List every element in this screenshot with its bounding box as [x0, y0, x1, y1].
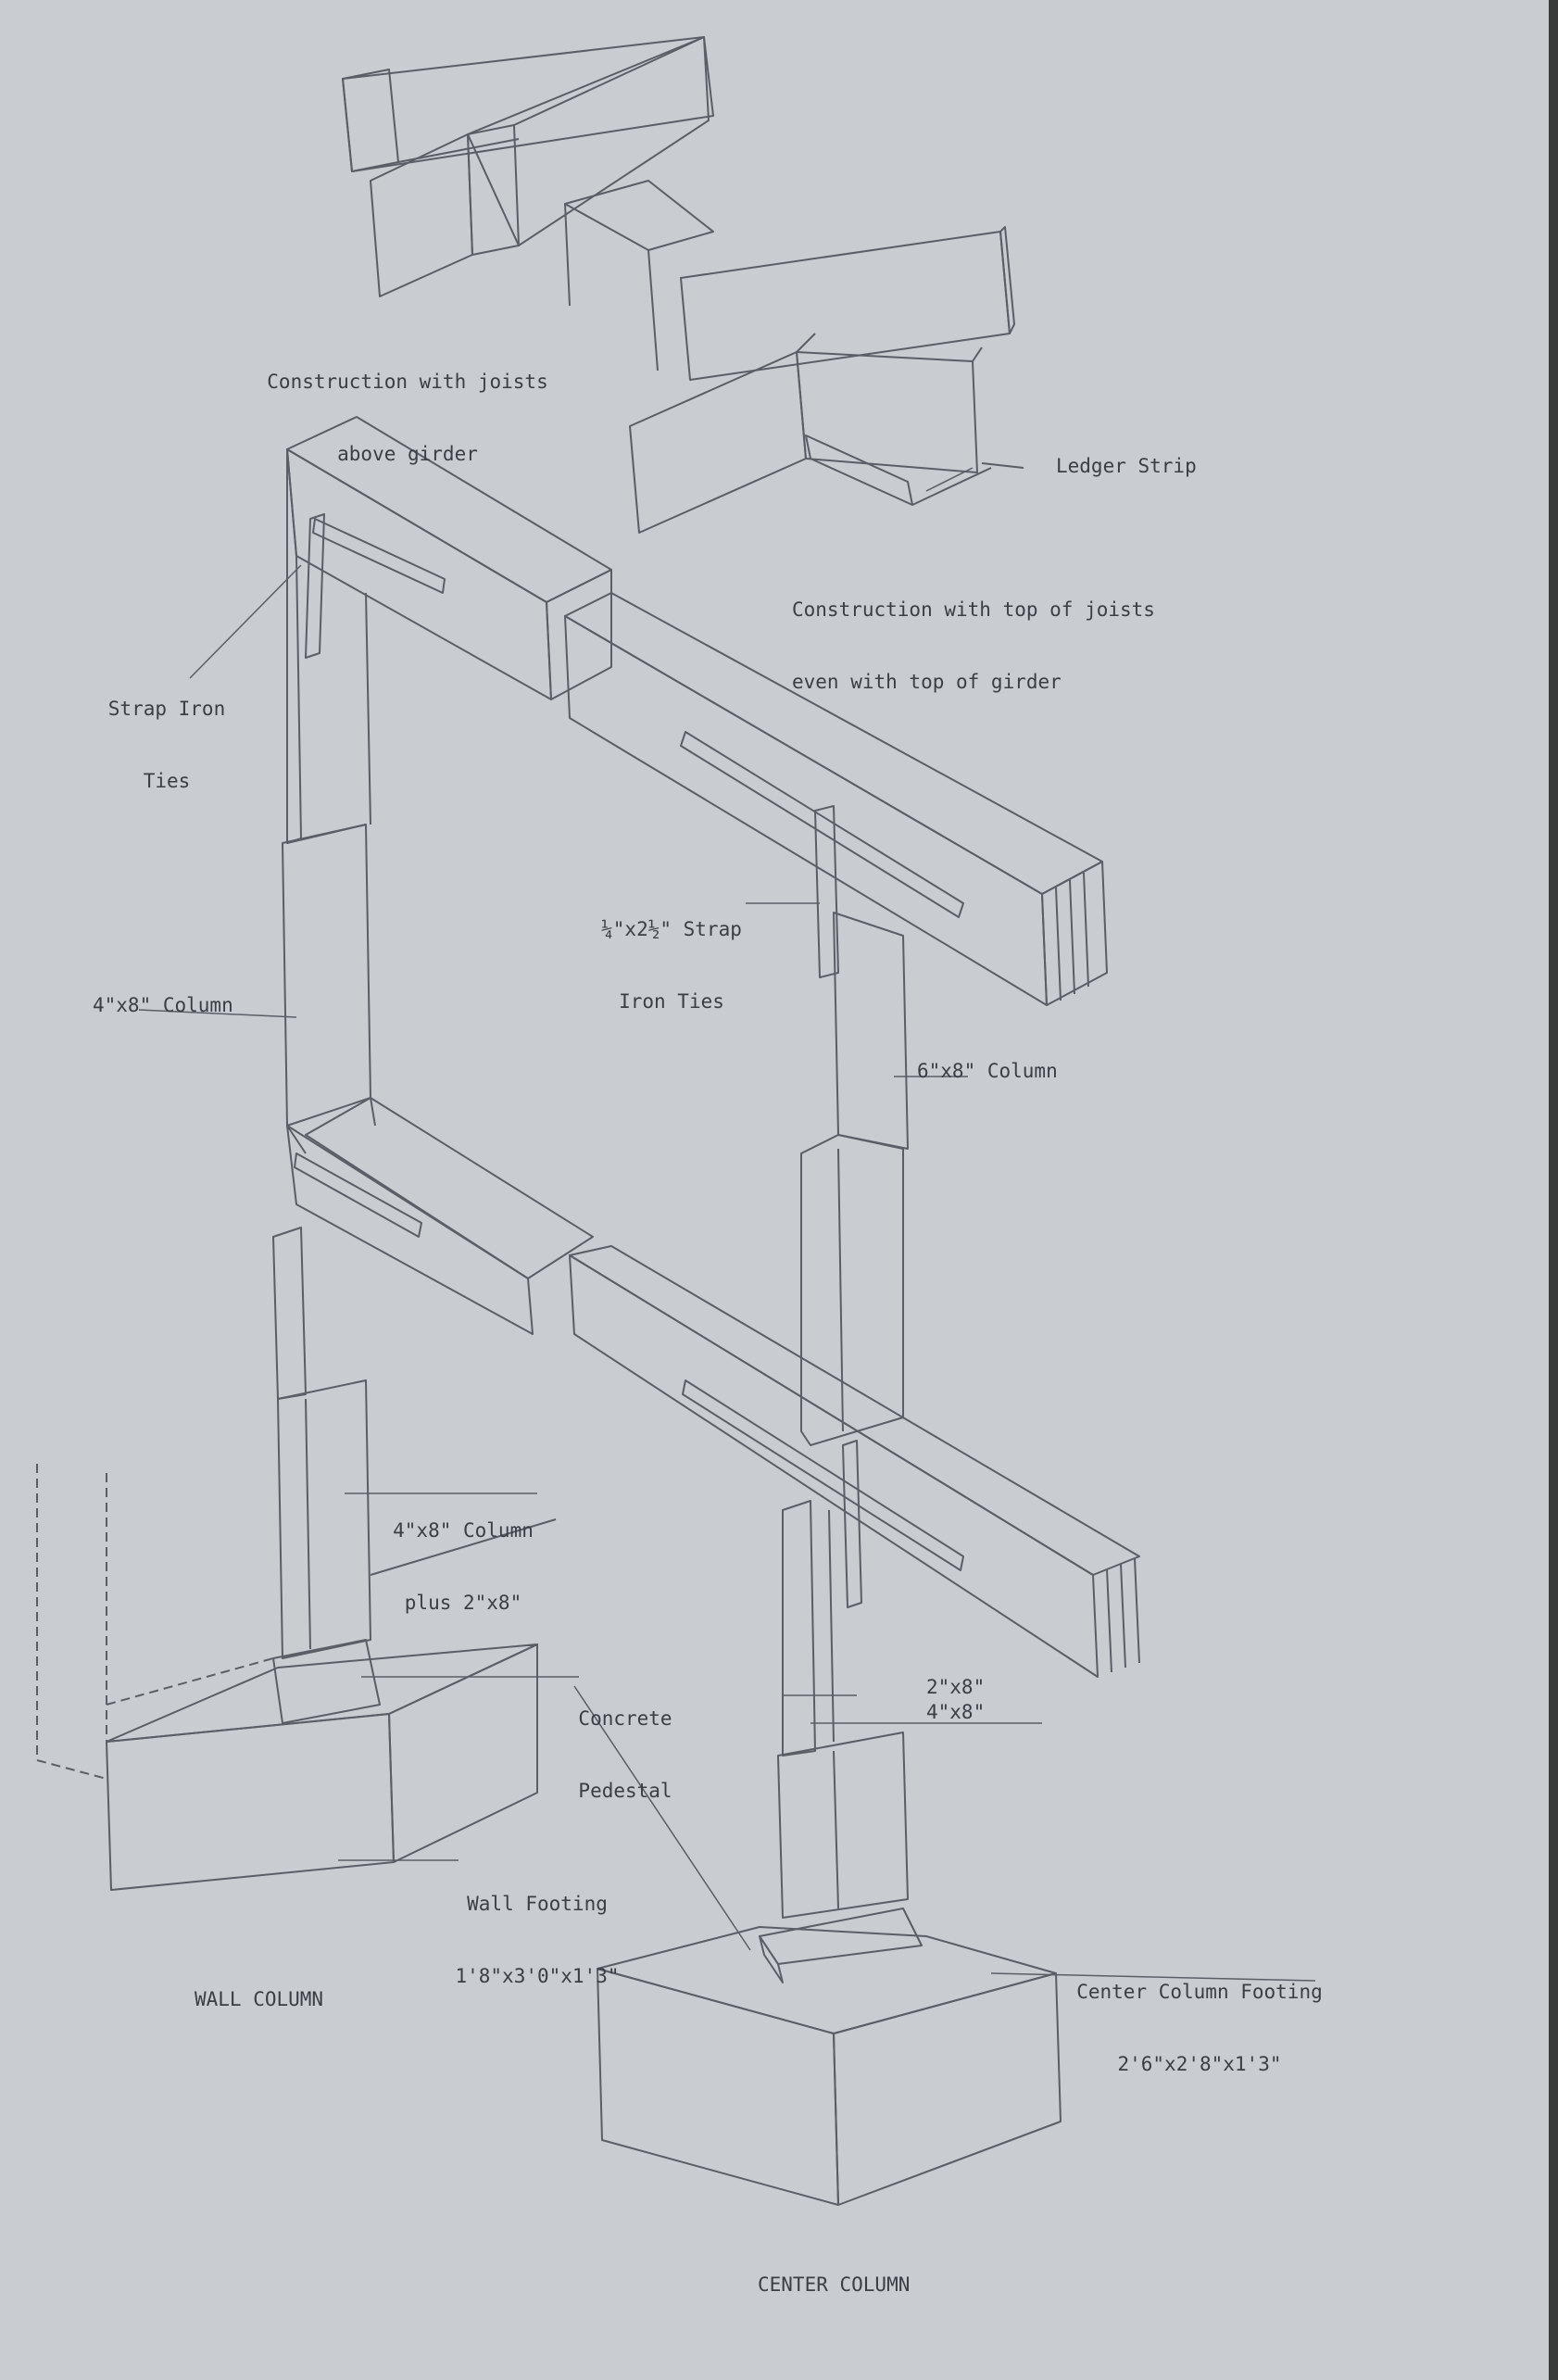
ledger-strip-label: Ledger Strip — [1056, 455, 1197, 477]
wall-footing-label: Wall Footing 1'8"x3'0"x1'3" — [449, 1844, 625, 2012]
dim-4x8-label: 4"x8" — [926, 1701, 986, 1723]
even-top-label: Construction with top of joists even wit… — [792, 549, 1155, 718]
column-plus-label: 4"x8" Column plus 2"x8" — [371, 1470, 556, 1639]
pedestal-label-line1: Concrete — [578, 1707, 672, 1730]
joists-above-girder-detail — [342, 36, 714, 371]
strap-iron-label-line1: Strap Iron — [107, 698, 226, 720]
joists-above-label-line2: above girder — [337, 443, 478, 465]
joists-above-label: Construction with joists above girder — [232, 321, 584, 490]
column-6x8-label: 6"x8" Column — [917, 1060, 1058, 1082]
lower-girder-assembly — [286, 1097, 1140, 1678]
strap-size-label-line2: Iron Ties — [619, 990, 724, 1013]
column-plus-label-line2: plus 2"x8" — [404, 1592, 522, 1614]
center-column-lower — [597, 1500, 1062, 2206]
center-column-6x8 — [800, 912, 909, 1446]
even-top-label-line1: Construction with top of joists — [792, 598, 1155, 621]
dim-2x8-label: 2"x8" — [926, 1676, 986, 1698]
pedestal-label-line2: Pedestal — [578, 1780, 672, 1802]
center-footing-label: Center Column Footing 2'6"x2'8"x1'3" — [1065, 1932, 1334, 2100]
wall-column-caption: WALL COLUMN — [195, 1988, 324, 2010]
center-footing-label-line1: Center Column Footing — [1076, 1981, 1323, 2003]
sheet-edge — [1549, 0, 1558, 2380]
joists-above-label-line1: Construction with joists — [267, 371, 548, 393]
center-column-caption: CENTER COLUMN — [758, 2273, 911, 2296]
joists-even-girder-detail — [629, 226, 1024, 534]
even-top-label-line2: even with top of girder — [792, 671, 1062, 693]
column-4x8-label: 4"x8" Column — [93, 994, 233, 1016]
center-footing-label-line2: 2'6"x2'8"x1'3" — [1117, 2053, 1282, 2075]
strap-iron-label-line2: Ties — [143, 770, 191, 792]
wall-footing-label-line1: Wall Footing — [467, 1893, 608, 1915]
strap-size-label: ¼"x2½" Strap Iron Ties — [579, 869, 764, 1038]
upper-girder-assembly — [286, 416, 1108, 1006]
leader-lines — [138, 467, 1316, 1982]
column-plus-label-line1: 4"x8" Column — [393, 1519, 534, 1542]
strap-size-label-line1: ¼"x2½" Strap — [601, 918, 742, 940]
wall-footing-label-line2: 1'8"x3'0"x1'3" — [455, 1965, 620, 1987]
strap-iron-ties-label: Strap Iron Ties — [97, 649, 236, 817]
concrete-pedestal-label: Concrete Pedestal — [556, 1658, 695, 1827]
wall-column-lower — [36, 1227, 557, 1891]
